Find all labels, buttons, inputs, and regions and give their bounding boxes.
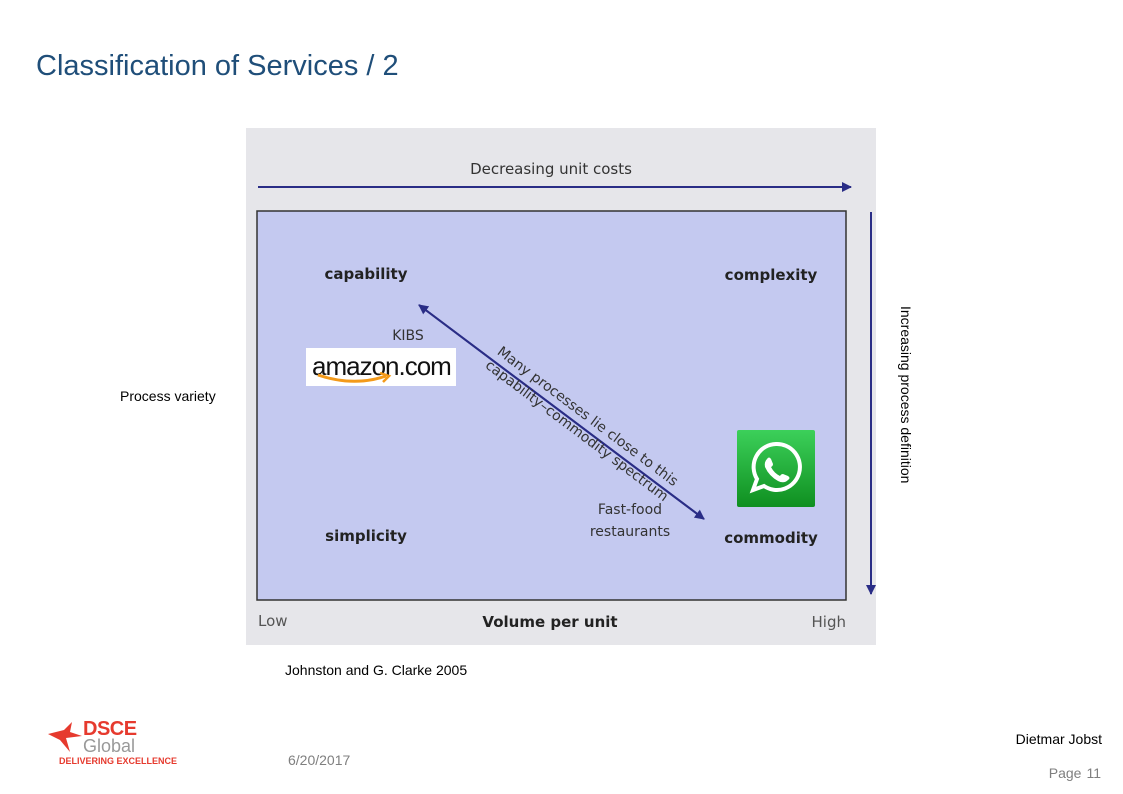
quadrant-commodity: commodity xyxy=(724,529,818,547)
fast-food-line2: restaurants xyxy=(590,524,670,540)
whatsapp-phone-icon xyxy=(749,441,802,494)
diagonal-arrow-to-capability xyxy=(418,304,705,520)
process-variety-label: Process variety xyxy=(120,388,216,404)
amazon-logo: amazon.com xyxy=(306,348,456,386)
page-label: Page xyxy=(1048,765,1082,781)
dsce-logo-tagline: DELIVERING EXCELLENCE xyxy=(59,756,178,766)
slide-author: Dietmar Jobst xyxy=(1015,731,1102,747)
quadrant-complexity: complexity xyxy=(725,266,818,284)
page-number: 11 xyxy=(1086,765,1101,781)
increasing-process-definition-label: Increasing process definition xyxy=(898,306,914,484)
fast-food-line1: Fast-food xyxy=(598,502,662,518)
citation: Johnston and G. Clarke 2005 xyxy=(285,662,468,678)
slide-title: Classification of Services / 2 xyxy=(36,50,399,82)
x-axis-high-label: High xyxy=(812,613,846,631)
dsce-logo-line2: Global xyxy=(83,736,136,756)
decreasing-unit-costs-label: Decreasing unit costs xyxy=(470,160,632,178)
service-classification-figure: Decreasing unit costs capability complex… xyxy=(246,128,876,650)
figure-svg: Decreasing unit costs capability complex… xyxy=(246,128,876,645)
amazon-smile-icon xyxy=(317,372,392,383)
slide-date: 6/20/2017 xyxy=(288,752,351,768)
whatsapp-logo xyxy=(737,430,815,507)
kibs-label: KIBS xyxy=(392,328,424,344)
dsce-logo-line1: DSCE xyxy=(83,718,137,740)
quadrant-capability: capability xyxy=(325,265,408,283)
x-axis-title: Volume per unit xyxy=(482,613,617,631)
increasing-process-definition-label-wrap: Increasing process definition xyxy=(896,306,916,516)
quadrant-simplicity: simplicity xyxy=(325,527,407,545)
x-axis-low-label: Low xyxy=(258,612,288,630)
dsce-bird-icon xyxy=(48,722,82,752)
